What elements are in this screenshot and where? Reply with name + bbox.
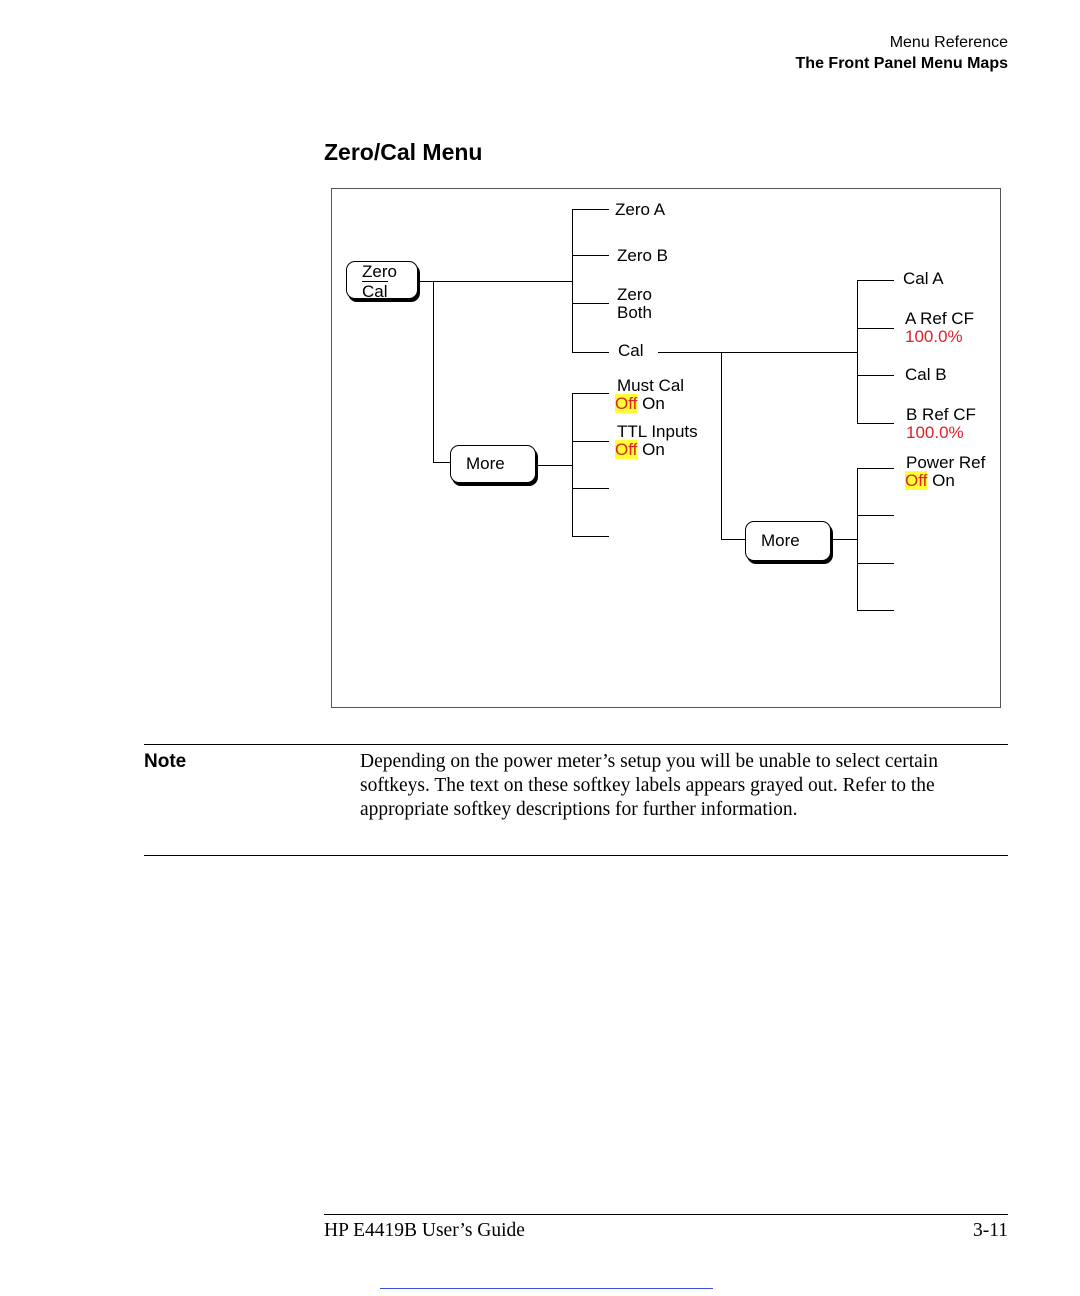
power-ref-off: Off xyxy=(905,471,928,490)
tick-zero-b xyxy=(572,255,609,256)
label-cal-a: Cal A xyxy=(903,269,944,288)
tick-cal xyxy=(572,352,609,353)
must-cal-off: Off xyxy=(615,394,638,413)
must-cal-on: On xyxy=(642,394,665,413)
more1-connector xyxy=(433,462,451,463)
zero-cal-key-line1: Zero xyxy=(362,262,397,281)
tick-cal-a xyxy=(857,280,894,281)
root-connector xyxy=(418,281,573,282)
more1-to-bracket xyxy=(538,465,572,466)
label-b-ref-cf: B Ref CF xyxy=(906,405,976,424)
more-key-2-label: More xyxy=(761,531,800,550)
zero-cal-menu-diagram: Zero Cal More More Zero A Zero B Zero Bo… xyxy=(331,188,1001,708)
cal-bracket xyxy=(857,280,858,423)
cal-connector xyxy=(658,352,858,353)
more2-to-bracket xyxy=(831,539,857,540)
running-header-section: Menu Reference xyxy=(889,34,1008,51)
zero-cal-key-line2: Cal xyxy=(362,281,388,301)
label-power-ref-state: Off On xyxy=(905,471,955,490)
section-title: Zero/Cal Menu xyxy=(324,139,483,165)
more-key-2[interactable]: More xyxy=(745,521,831,561)
label-zero-a: Zero A xyxy=(615,200,666,219)
tick-power-ref xyxy=(857,468,894,469)
power-ref-on: On xyxy=(932,471,955,490)
level1-bracket xyxy=(572,209,573,352)
tick-ttl-inputs xyxy=(572,441,609,442)
bottom-link-underline xyxy=(380,1288,713,1289)
zero-cal-key[interactable]: Zero Cal xyxy=(346,261,418,301)
value-a-ref-cf: 100.0% xyxy=(905,327,963,346)
label-must-cal-state: Off On xyxy=(615,394,665,413)
tick-empty-3 xyxy=(857,515,894,516)
tick-empty-2 xyxy=(572,536,609,537)
tick-zero-both xyxy=(572,303,609,304)
label-a-ref-cf: A Ref CF xyxy=(905,309,974,328)
label-zero-both-2: Both xyxy=(617,303,652,322)
more-key-1[interactable]: More xyxy=(450,445,536,483)
footer-guide-title: HP E4419B User’s Guide xyxy=(324,1220,525,1241)
label-zero-b: Zero B xyxy=(617,246,669,265)
ttl-inputs-off: Off xyxy=(615,440,638,459)
tick-zero-a xyxy=(572,209,609,210)
ttl-inputs-on: On xyxy=(642,440,665,459)
root-down-connector xyxy=(433,281,434,462)
label-ttl-inputs: TTL Inputs xyxy=(617,422,698,441)
value-b-ref-cf: 100.0% xyxy=(906,423,964,442)
note-bottom-rule xyxy=(144,855,1008,856)
tick-cal-b xyxy=(857,375,894,376)
note-top-rule xyxy=(144,744,1008,745)
tick-a-ref-cf xyxy=(857,328,894,329)
label-must-cal: Must Cal xyxy=(617,376,685,395)
label-cal-b: Cal B xyxy=(905,365,947,384)
tick-empty-4 xyxy=(857,563,894,564)
level1-more-bracket xyxy=(572,393,573,536)
note-label: Note xyxy=(144,751,187,772)
label-power-ref: Power Ref xyxy=(906,453,986,472)
tick-must-cal xyxy=(572,393,609,394)
cal-more-bracket xyxy=(857,468,858,611)
label-zero-both-1: Zero xyxy=(617,285,652,304)
tick-b-ref-cf xyxy=(857,423,894,424)
tick-empty-1 xyxy=(572,488,609,489)
running-header-subsection: The Front Panel Menu Maps xyxy=(795,55,1008,72)
label-cal: Cal xyxy=(618,341,644,360)
footer-rule xyxy=(324,1214,1008,1215)
more-key-1-label: More xyxy=(466,454,505,473)
label-ttl-inputs-state: Off On xyxy=(615,440,665,459)
tick-empty-5 xyxy=(857,610,894,611)
cal-down-connector xyxy=(721,352,722,540)
more2-connector xyxy=(721,539,745,540)
note-text: Depending on the power meter’s setup you… xyxy=(360,751,938,820)
footer-page-number: 3-11 xyxy=(972,1220,1008,1241)
